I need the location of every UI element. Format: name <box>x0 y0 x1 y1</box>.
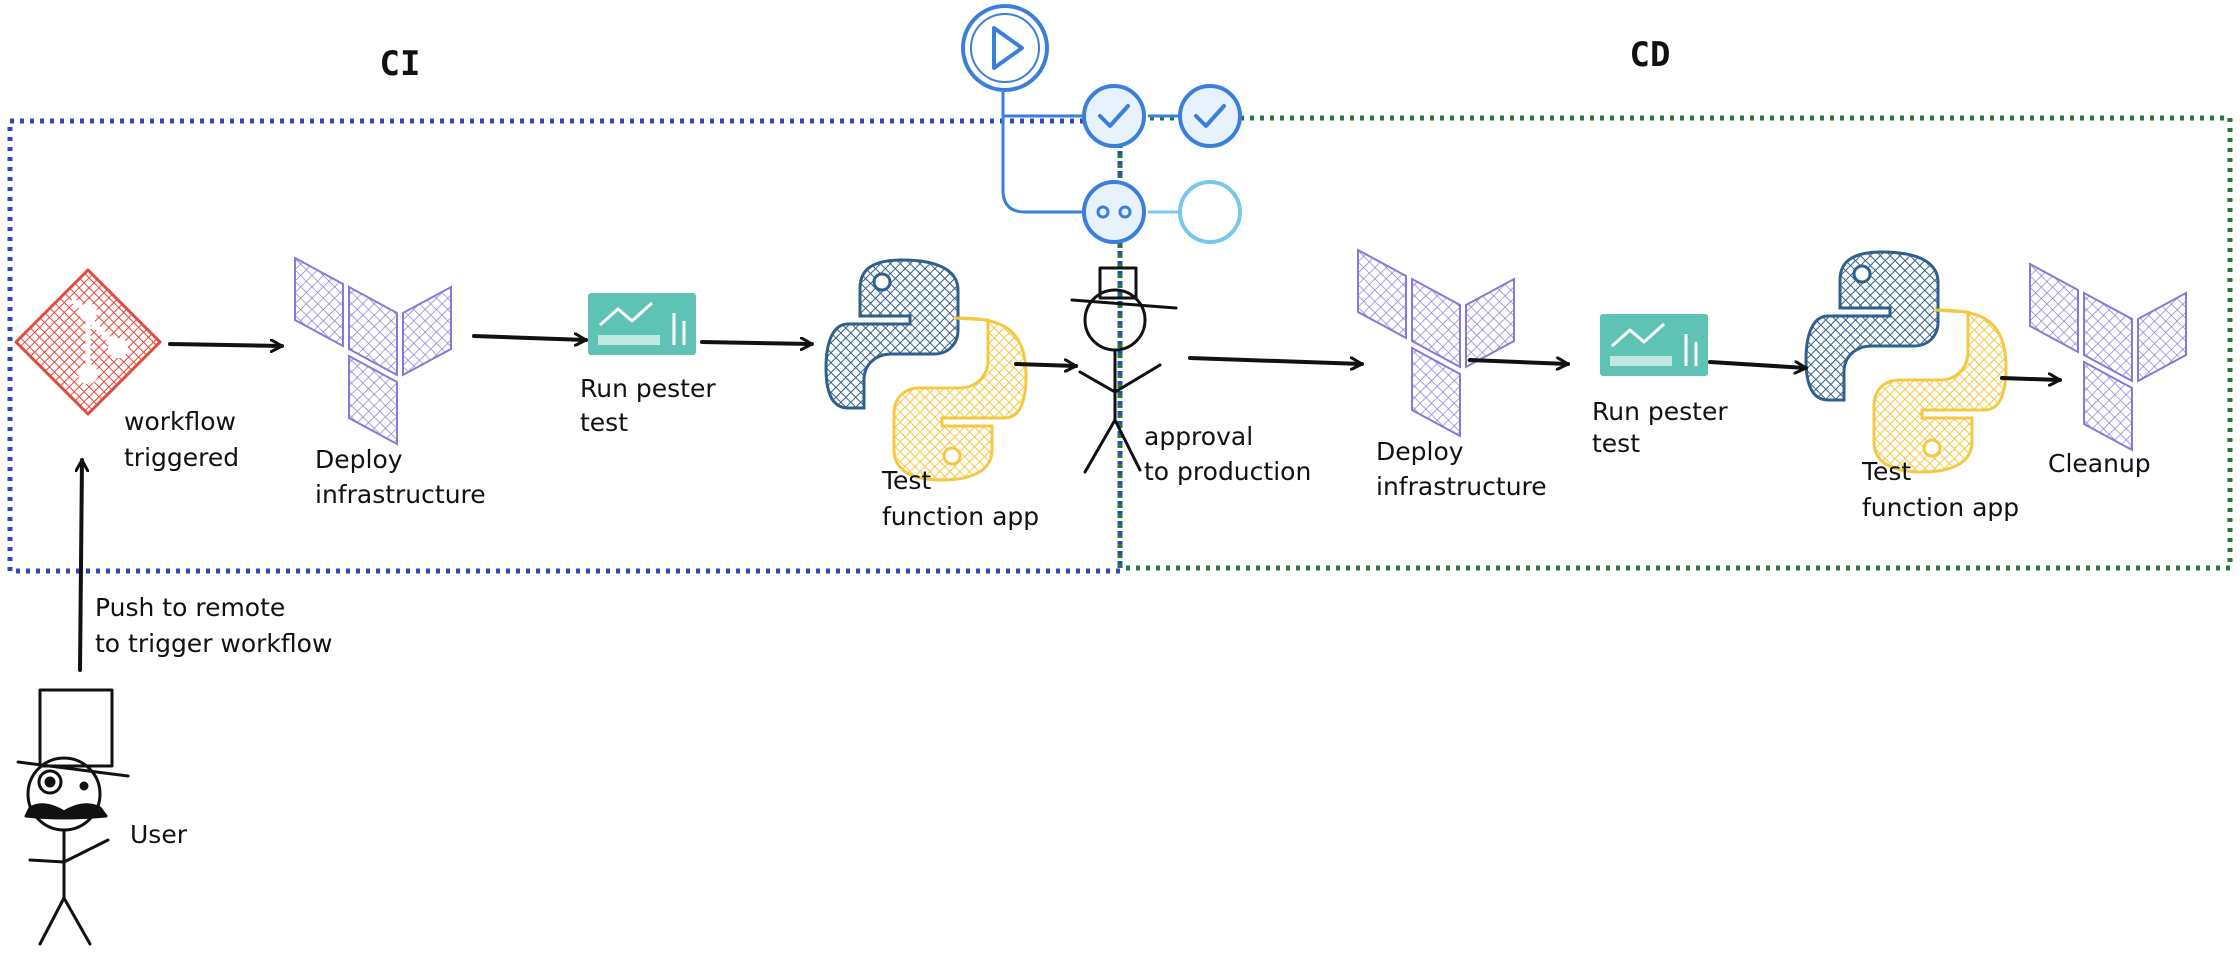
label-ci-run-pester-test: Run pester test <box>580 374 724 437</box>
label-ci-deploy-infrastructure: Deploy infrastructure <box>315 445 486 509</box>
pester-test-icon <box>586 291 698 357</box>
label-user: User <box>130 820 188 849</box>
terraform-icon <box>1357 249 1515 437</box>
arrow-test-to-cleanup <box>2000 378 2062 380</box>
label-workflow-triggered: workflow triggered <box>124 407 244 472</box>
stick-figure-user-icon <box>16 688 130 946</box>
label-approval-to-production: approval to production <box>1144 422 1311 486</box>
arrow-deploy-to-pester <box>472 336 588 340</box>
label-cd-run-pester-test: Run pester test <box>1592 397 1736 458</box>
git-icon <box>14 268 162 416</box>
python-icon <box>1804 250 2008 474</box>
python-icon <box>824 258 1028 482</box>
terraform-icon <box>2029 263 2187 451</box>
flow-arrows <box>80 336 2062 672</box>
arrow-deploy-to-pester <box>1468 360 1570 364</box>
cd-section-title: CD <box>1630 35 1671 75</box>
label-cd-deploy-infrastructure: Deploy infrastructure <box>1376 437 1547 501</box>
label-ci-test-function-app: Test function app <box>881 466 1039 531</box>
terraform-icon <box>294 257 452 445</box>
label-push-to-remote: Push to remote to trigger workflow <box>95 593 332 658</box>
arrow-pester-to-test <box>1708 360 1808 368</box>
label-cd-test-function-app: Test function app <box>1861 457 2019 522</box>
ci-section-title: CI <box>380 44 421 84</box>
arrow-user-to-git <box>80 458 82 672</box>
stick-figure-approver-icon <box>1070 266 1178 474</box>
arrow-git-to-deploy <box>168 344 284 346</box>
arrow-approval-to-deploy <box>1188 356 1364 364</box>
pester-test-icon <box>1598 312 1710 378</box>
arrow-test-to-approval <box>1014 364 1078 366</box>
github-actions-workflow-icon <box>961 4 1242 244</box>
arrow-pester-to-test <box>700 342 814 344</box>
label-cleanup: Cleanup <box>2048 449 2151 478</box>
